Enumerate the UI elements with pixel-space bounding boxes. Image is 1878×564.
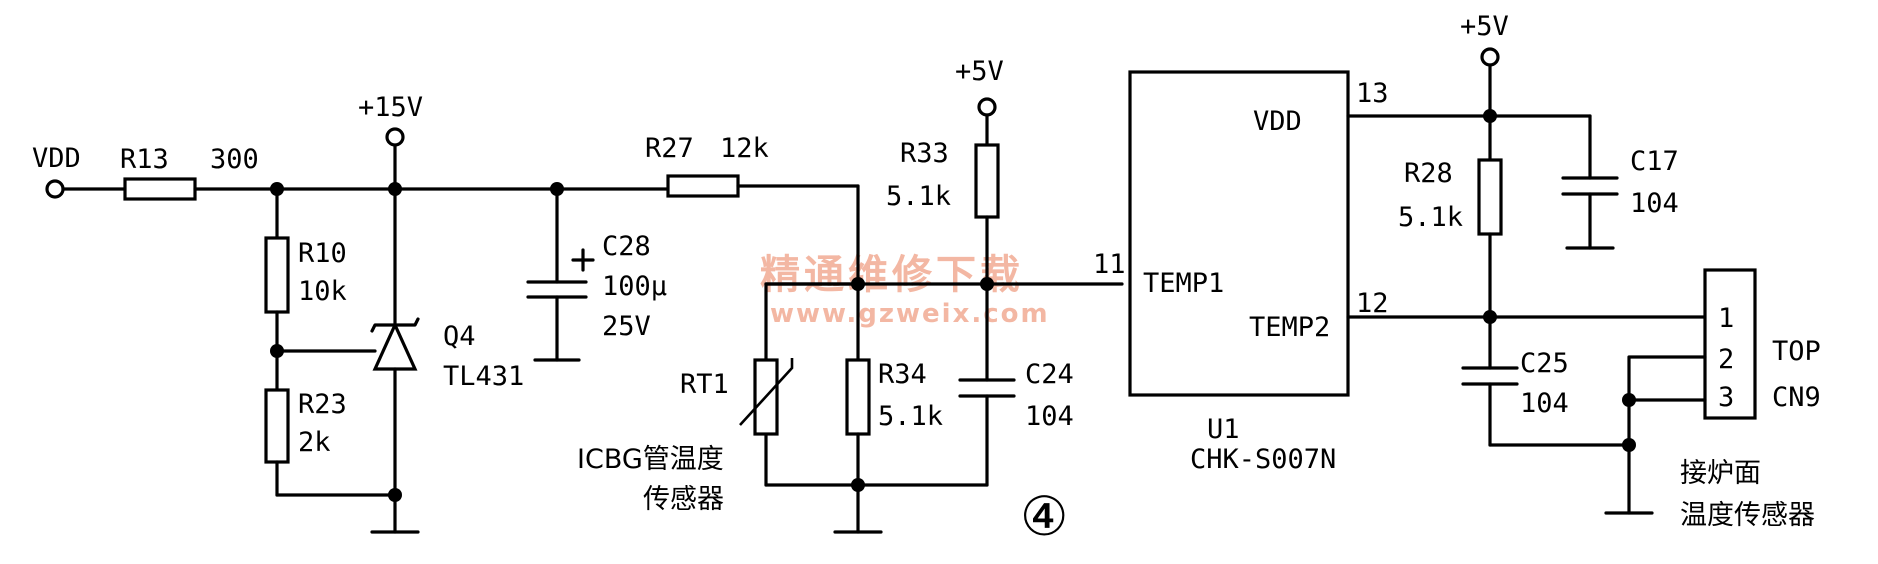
v5-mid-terminal [977,97,997,117]
top-label: TOP [1772,336,1821,367]
u1-label: U1 [1207,414,1240,445]
c28-value: 100μ [602,271,667,302]
surface-sensor-line1: 接炉面 [1680,458,1761,489]
watermark-url: www.gzweix.com [770,299,1050,329]
watermark-text: 精通维修下载 [760,252,1024,298]
figure-number: ④ [1020,485,1068,548]
r27-label: R27 [645,133,694,164]
r23-value: 2k [298,427,331,458]
c25-label: C25 [1520,348,1569,379]
c24-value: 104 [1025,401,1074,432]
r28-value: 5.1k [1398,202,1463,233]
c17-value: 104 [1630,188,1679,219]
resistor-r10 [264,236,290,314]
tl431-bar [370,317,420,333]
u1-part: CHK-S007N [1190,444,1336,475]
c28-voltage: 25V [602,311,651,342]
r33-label: R33 [900,138,949,169]
resistor-r23 [264,388,290,464]
temp2-pin-label: TEMP2 [1249,312,1330,343]
tl431-triangle [372,321,418,371]
rt1-label: RT1 [680,369,729,400]
vdd-input-terminal [45,179,65,199]
resistor-r34 [845,358,871,436]
cn9-pin1: 1 [1718,303,1734,334]
vdd-pin-label: VDD [1253,106,1302,137]
r34-value: 5.1k [878,401,943,432]
cn9-pin2: 2 [1718,344,1734,375]
cn9-label: CN9 [1772,382,1821,413]
connector-cn9 [1703,268,1757,420]
r27-value: 12k [720,133,769,164]
resistor-r13 [123,177,197,201]
r33-value: 5.1k [886,181,951,212]
resistor-r33 [974,143,1000,219]
v5-right-label: +5V [1460,11,1509,42]
junction-dot [1483,310,1497,324]
r13-value: 300 [210,144,259,175]
r10-value: 10k [298,276,347,307]
v15-label: +15V [358,92,423,123]
r34-label: R34 [878,359,927,390]
cn9-pin3: 3 [1718,382,1734,413]
thermistor-slash [739,358,794,426]
c17-label: C17 [1630,146,1679,177]
pin13-label: 13 [1356,78,1389,109]
wire-cn9-pin2 [1627,355,1707,402]
r10-label: R10 [298,238,347,269]
v15-terminal [385,127,405,147]
igbt-sensor-line1: ICBG管温度 [577,444,724,475]
igbt-sensor-line2: 传感器 [643,484,724,515]
surface-sensor-line2: 温度传感器 [1680,500,1815,531]
temp1-pin-label: TEMP1 [1143,268,1224,299]
pin11-label: 11 [1093,249,1126,280]
v5-mid-label: +5V [955,56,1004,87]
c28-label: C28 [602,231,651,262]
q4-value: TL431 [443,361,524,392]
q4-label: Q4 [443,321,476,352]
ic-u1 [1128,70,1350,397]
r23-label: R23 [298,389,347,420]
v5-right-terminal [1480,47,1500,67]
c24-label: C24 [1025,359,1074,390]
r13-label: R13 [120,144,169,175]
vdd-input-label: VDD [32,143,81,174]
c25-value: 104 [1520,388,1569,419]
resistor-r28 [1477,158,1503,236]
r28-label: R28 [1404,158,1453,189]
pin12-label: 12 [1356,288,1389,319]
resistor-r27 [666,174,740,198]
